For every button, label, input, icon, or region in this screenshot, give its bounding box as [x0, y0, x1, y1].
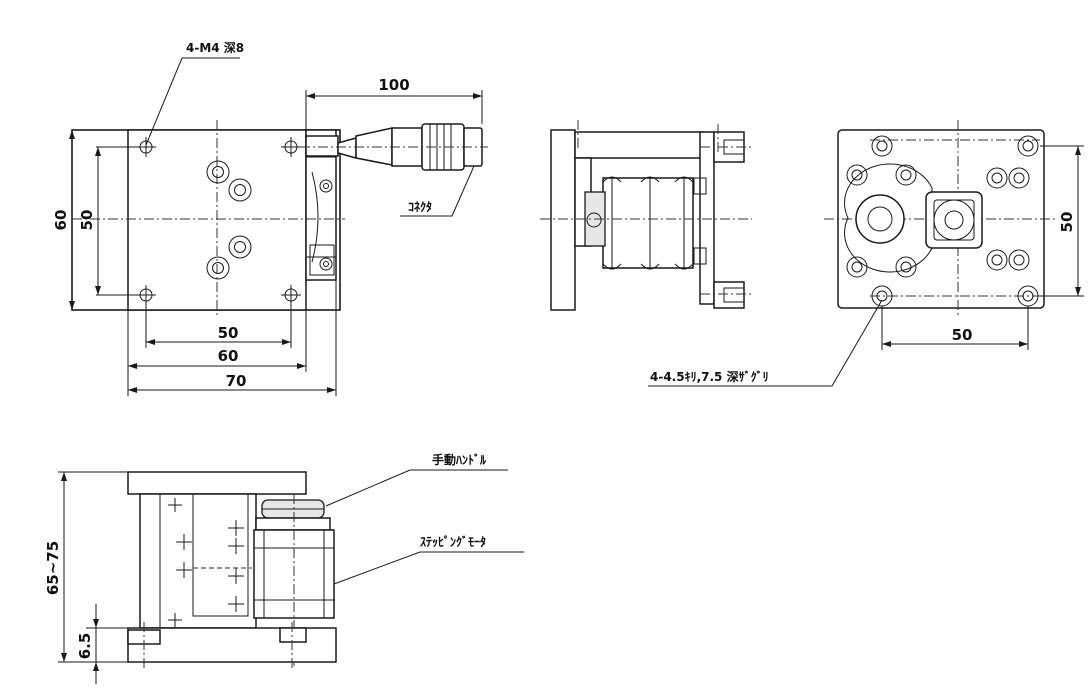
dim-60-horizontal [127, 310, 307, 372]
front-view-right-rail [699, 131, 715, 305]
leader-manual-handle [325, 469, 508, 507]
dim-side-height-label: 65~75 [44, 541, 62, 595]
bottom-view-counterbores [846, 164, 1030, 278]
side-view-base-foot-right [279, 627, 307, 643]
dim-50-horizontal [145, 305, 292, 348]
side-view-handle-collar [255, 517, 331, 531]
leader-tap-holes [145, 57, 240, 146]
bottom-view-mount-holes [871, 135, 1039, 307]
dim-50-vertical [95, 146, 140, 296]
dim-100 [305, 90, 483, 132]
note-stepping-motor: ｽﾃｯﾋﾟﾝｸﾞﾓｰﾀ [420, 534, 486, 549]
dim-side-base [86, 604, 128, 684]
side-view: 65~75 6.5 手動ﾊﾝﾄﾞﾙ ｽﾃｯﾋﾟﾝｸﾞﾓｰﾀ [44, 452, 524, 684]
dim-50-vertical-label: 50 [78, 210, 96, 231]
top-view-counterbores [206, 160, 252, 280]
note-manual-handle: 手動ﾊﾝﾄﾞﾙ [432, 452, 487, 467]
front-view-left-plate [550, 129, 576, 311]
dim-100-label: 100 [378, 76, 409, 94]
note-mount-holes: 4-4.5ｷﾘ,7.5 深ｻﾞｸﾞﾘ [650, 369, 769, 384]
dim-bottom-50-vertical [1040, 145, 1084, 297]
top-view-side-arc [311, 171, 319, 263]
bottom-view-bearing [855, 194, 905, 244]
top-view-side-plate [305, 156, 337, 258]
dim-60-horizontal-label: 60 [218, 347, 239, 365]
dim-bottom-50-vertical-label: 50 [1058, 212, 1076, 233]
front-view-bottom-block [713, 281, 745, 309]
connector-base [305, 135, 339, 157]
dim-70-horizontal [127, 280, 337, 396]
top-view-side-screw-1 [319, 179, 333, 193]
front-view-top-table [574, 131, 704, 159]
side-view-top-table [127, 471, 307, 495]
front-view [540, 120, 752, 311]
leader-stepping-motor [333, 551, 524, 585]
dim-bottom-50-horizontal-label: 50 [952, 326, 973, 344]
dim-50-horizontal-label: 50 [218, 324, 239, 342]
top-view-side-screw-2 [319, 257, 333, 271]
top-view: 100 60 50 50 [52, 40, 488, 396]
front-view-carriage [602, 177, 694, 269]
dim-bottom-50-horizontal [881, 306, 1029, 350]
note-connector: ｺﾈｸﾀ [408, 199, 432, 214]
top-view-side-bracket [309, 244, 335, 276]
bottom-view: 50 50 4-4.5ｷﾘ,7.5 深ｻﾞｸﾞﾘ [648, 120, 1084, 387]
dim-side-height [58, 471, 128, 663]
dim-side-base-label: 6.5 [76, 633, 94, 660]
dim-60-vertical [69, 130, 75, 310]
dim-70-horizontal-label: 70 [226, 372, 247, 390]
leader-mount-holes [648, 299, 883, 387]
top-view-side-screw-2-inner [323, 261, 329, 267]
side-view-body [139, 493, 257, 629]
leader-connector [400, 165, 475, 217]
dim-60-vertical-label: 60 [52, 210, 70, 231]
side-view-marks [168, 498, 244, 627]
top-view-side-screw-1-inner [323, 183, 329, 189]
note-tap-holes: 4-M4 深8 [186, 40, 244, 55]
